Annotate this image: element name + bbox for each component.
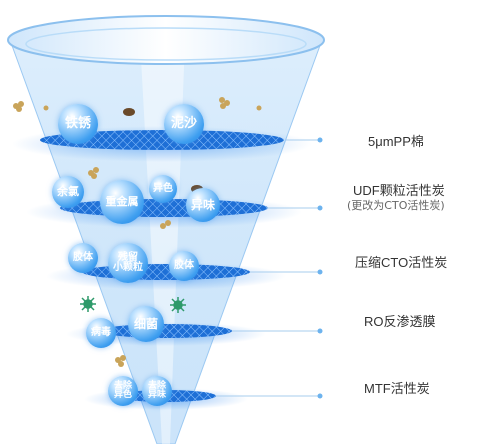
contaminant-bubble-virus: 病毒 xyxy=(86,318,116,348)
remove-color-line2: 异色 xyxy=(113,390,132,400)
contaminant-bubble-residual-particles: 残留 小颗粒 xyxy=(108,243,148,283)
contaminant-bubble-sediment: 泥沙 xyxy=(164,104,204,144)
residual-particles-line2: 小颗粒 xyxy=(113,262,143,273)
remove-odor-line2: 异味 xyxy=(147,390,166,400)
stage-label-udf-carbon: UDF颗粒活性炭 xyxy=(353,183,445,198)
funnel-rim xyxy=(7,15,325,65)
contaminant-bubble-colloid-right: 胶体 xyxy=(169,251,199,281)
stage-label-pp-cotton: 5μmPP棉 xyxy=(368,134,424,149)
stage-label-mtf-carbon: MTF活性炭 xyxy=(364,381,430,396)
contaminant-bubble-remove-odor: 去除 异味 xyxy=(142,376,172,406)
stage-label-compressed-cto: 压缩CTO活性炭 xyxy=(355,255,448,270)
contaminant-bubble-residual-chlorine: 余氯 xyxy=(52,176,84,208)
remove-odor-line1: 去除 xyxy=(147,380,166,391)
contaminant-bubble-heavy-metals: 重金属 xyxy=(100,180,144,224)
contaminant-bubble-colloid-left: 胶体 xyxy=(68,243,98,273)
contaminant-bubble-rust: 铁锈 xyxy=(58,104,98,144)
contaminant-bubble-odor: 异味 xyxy=(186,188,220,222)
residual-particles-line1: 残留 xyxy=(118,251,138,263)
germ-icon xyxy=(80,296,186,313)
mesh-layer-1 xyxy=(12,126,312,162)
contaminant-bubble-off-color: 异色 xyxy=(149,175,177,203)
remove-color-line1: 去除 xyxy=(113,380,132,391)
stage-label-ro-membrane: RO反渗透膜 xyxy=(364,314,436,329)
stage-note-cto-change: (更改为CTO活性炭) xyxy=(347,199,445,212)
contaminant-bubble-bacteria: 细菌 xyxy=(128,306,164,342)
contaminant-bubble-remove-color: 去除 异色 xyxy=(108,376,138,406)
